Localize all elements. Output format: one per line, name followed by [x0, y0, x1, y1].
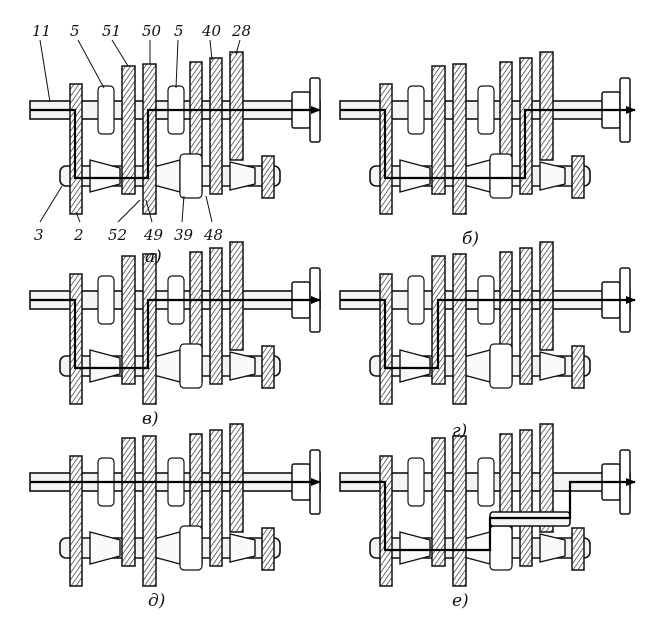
- part-label-28: 28: [231, 22, 251, 40]
- caption-e: д): [148, 591, 165, 611]
- part-label-11: 11: [32, 22, 51, 40]
- caption-c: в): [142, 409, 159, 429]
- gearbox-variant-b: [339, 51, 636, 215]
- part-label-2: 2: [73, 226, 84, 244]
- part-label-39: 39: [174, 226, 194, 244]
- part-leaders: [39, 39, 241, 223]
- gearbox-variant-d: [339, 241, 636, 405]
- caption-a: а): [145, 247, 162, 267]
- part-label-5a: 5: [70, 22, 80, 40]
- caption-d: г): [452, 421, 467, 441]
- part-label-50: 50: [142, 22, 162, 40]
- part-label-3: 3: [34, 226, 44, 244]
- caption-b: б): [462, 229, 479, 249]
- part-label-52: 52: [108, 226, 127, 244]
- part-label-51: 51: [102, 22, 121, 40]
- gearbox-variant-c: [29, 241, 321, 405]
- part-label-40: 40: [201, 22, 222, 40]
- part-label-48: 48: [203, 226, 223, 244]
- part-label-49: 49: [143, 226, 164, 244]
- gearbox-variant-e: [29, 423, 321, 587]
- gearbox-variant-a: [29, 51, 321, 215]
- gearbox-variant-f: [339, 423, 636, 587]
- part-label-5b: 5: [174, 22, 184, 40]
- caption-f: е): [452, 591, 469, 611]
